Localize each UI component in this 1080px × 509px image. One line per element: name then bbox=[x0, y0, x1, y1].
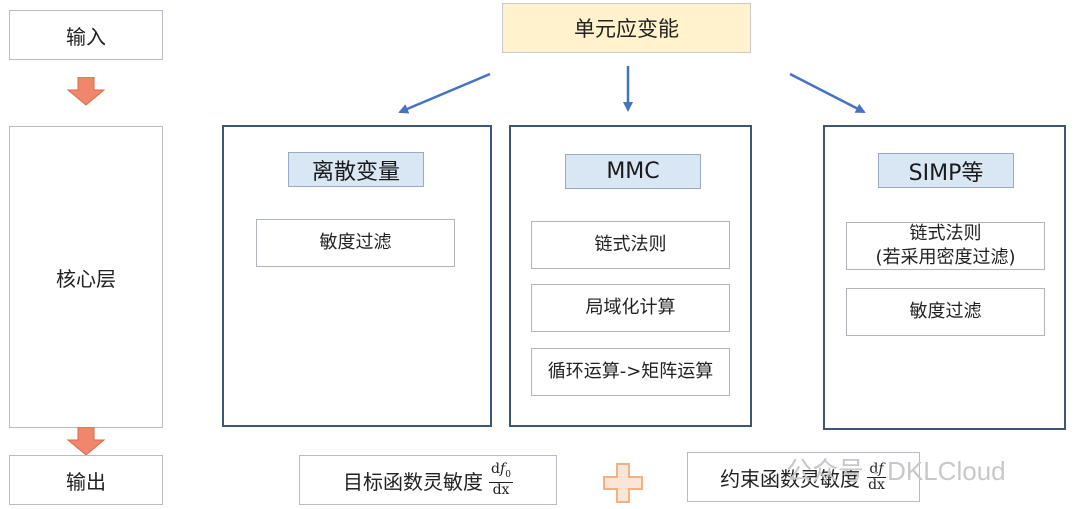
objective-sensitivity-label: 目标函数灵敏度 bbox=[343, 469, 484, 494]
output-label: 输出 bbox=[66, 469, 106, 494]
localized-computation-box: 局域化计算 bbox=[531, 284, 730, 332]
constraint-sensitivity-box: 约束函数灵敏度 df dx bbox=[687, 452, 920, 502]
panel-header: MMC bbox=[565, 154, 701, 189]
chain-rule-density-filter-box: 链式法则 (若采用密度过滤) bbox=[846, 222, 1045, 270]
element-strain-energy-label: 单元应变能 bbox=[574, 17, 679, 41]
panel-header: SIMP等 bbox=[878, 153, 1014, 188]
panel-mmc: MMC 链式法则 局域化计算 循环运算->矩阵运算 bbox=[509, 125, 752, 427]
panel-simp: SIMP等 链式法则 (若采用密度过滤) 敏度过滤 bbox=[823, 125, 1066, 430]
input-box: 输入 bbox=[9, 10, 163, 60]
down-arrow-icon bbox=[66, 427, 106, 456]
core-layer-label: 核心层 bbox=[56, 266, 116, 291]
sensitivity-filter-box: 敏度过滤 bbox=[846, 288, 1045, 336]
panel-header: 离散变量 bbox=[288, 152, 424, 187]
watermark: 公众号 · DKLCloud bbox=[786, 456, 1006, 486]
plus-icon bbox=[603, 463, 643, 503]
down-arrow-icon bbox=[66, 77, 106, 106]
loop-to-matrix-box: 循环运算->矩阵运算 bbox=[531, 348, 730, 396]
branch-arrows bbox=[398, 66, 866, 114]
sensitivity-filter-box: 敏度过滤 bbox=[256, 219, 455, 267]
arrow-left-icon bbox=[398, 72, 491, 114]
constraint-sensitivity-label: 约束函数灵敏度 bbox=[720, 466, 861, 491]
core-layer-box: 核心层 bbox=[9, 126, 163, 428]
arrow-right-icon bbox=[789, 72, 866, 114]
output-box: 输出 bbox=[9, 455, 163, 505]
chain-rule-box: 链式法则 bbox=[531, 221, 730, 269]
constraint-derivative: df dx bbox=[867, 460, 886, 493]
element-strain-energy-box: 单元应变能 bbox=[502, 3, 751, 53]
objective-sensitivity-box: 目标函数灵敏度 df0 dx bbox=[299, 455, 557, 505]
objective-derivative: df0 dx bbox=[489, 460, 513, 499]
panel-discrete-variables: 离散变量 敏度过滤 bbox=[222, 125, 492, 427]
input-label: 输入 bbox=[66, 24, 106, 49]
